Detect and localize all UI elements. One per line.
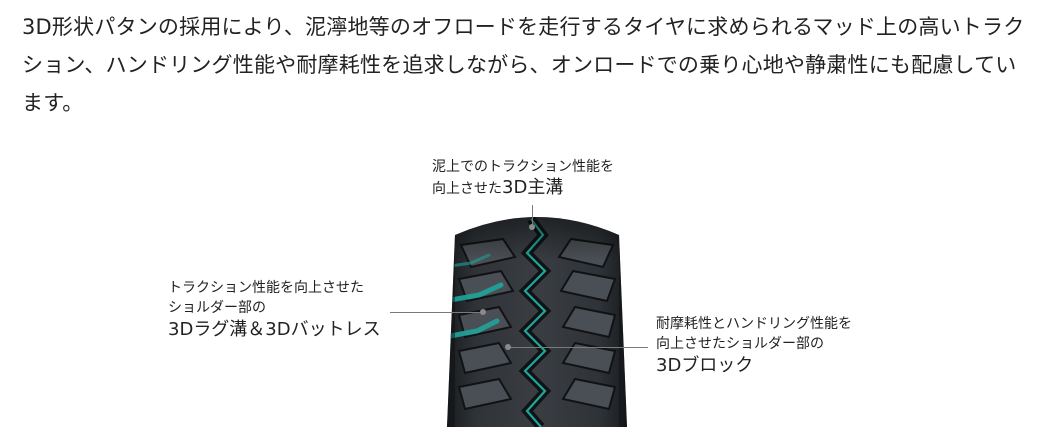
callout-right-line2: 向上させたショルダー部の [656,336,824,352]
callout-left-line3: 3Dラグ溝＆3Dバットレス [168,319,381,340]
leader-line-left [390,312,482,313]
leader-line-right [510,347,648,348]
callout-top-line2: 向上させた3D主溝 [432,177,614,200]
callout-left-line2: ショルダー部の [168,300,266,316]
callout-dot-right [505,344,511,350]
callout-3d-block: 耐摩耗性とハンドリング性能を 向上させたショルダー部の 3Dブロック [656,314,852,378]
callout-right-line1: 耐摩耗性とハンドリング性能を [656,316,852,332]
callout-top-line1: 泥上でのトラクション性能を [432,159,614,175]
tire-tread-illustration [447,217,627,427]
callout-top-line2-small: 向上させた [432,181,502,197]
intro-paragraph: 3D形状パタンの採用により、泥濘地等のオフロードを走行するタイヤに求められるマッ… [22,15,1025,115]
callout-3d-lug-groove: トラクション性能を向上させた ショルダー部の 3Dラグ溝＆3Dバットレス [168,278,381,342]
callout-right-line3: 3Dブロック [656,355,754,376]
callout-3d-main-groove: 泥上でのトラクション性能を 向上させた3D主溝 [432,157,614,200]
callout-left-line1: トラクション性能を向上させた [168,280,364,296]
callout-top-line2-big: 3D主溝 [502,177,564,198]
callout-dot-top [529,224,535,230]
callout-dot-left [480,309,486,315]
leader-line-top [532,205,533,227]
